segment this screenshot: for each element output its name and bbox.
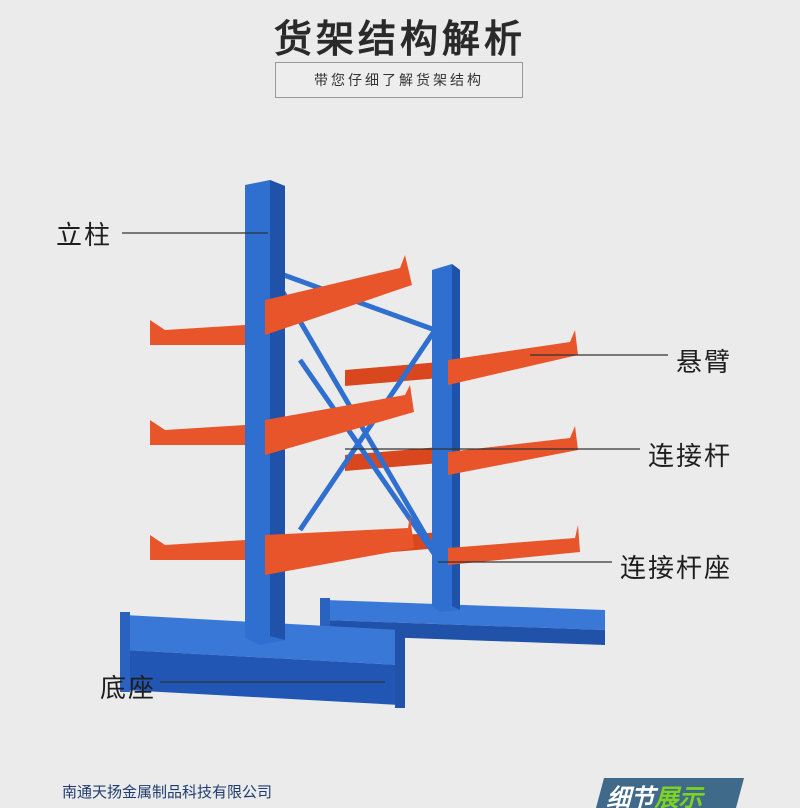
label-base: 底座 [100, 674, 157, 704]
front-left-arms [150, 320, 245, 560]
badge-accent-text: 展示 [652, 784, 709, 808]
back-upright [432, 264, 460, 612]
label-brace: 连接杆 [648, 442, 733, 472]
subtitle: 带您仔细了解货架结构 [314, 73, 484, 89]
label-brace-seat: 连接杆座 [620, 554, 733, 584]
footer-company-name: 南通天扬金属制品科技有限公司 [62, 783, 273, 801]
back-right-arms [448, 330, 580, 565]
front-upright [245, 180, 285, 645]
leader-lines [122, 232, 668, 683]
badge-text: 细节 [604, 784, 661, 808]
label-arm: 悬臂 [676, 348, 733, 378]
front-right-arms [265, 255, 414, 575]
page-title: 货架结构解析 [273, 16, 526, 61]
label-upright: 立柱 [56, 221, 113, 251]
subtitle-box: 带您仔细了解货架结构 [275, 62, 523, 98]
back-arms [345, 362, 440, 556]
detail-badge: 细节展示 [595, 778, 745, 808]
back-base [320, 598, 605, 645]
